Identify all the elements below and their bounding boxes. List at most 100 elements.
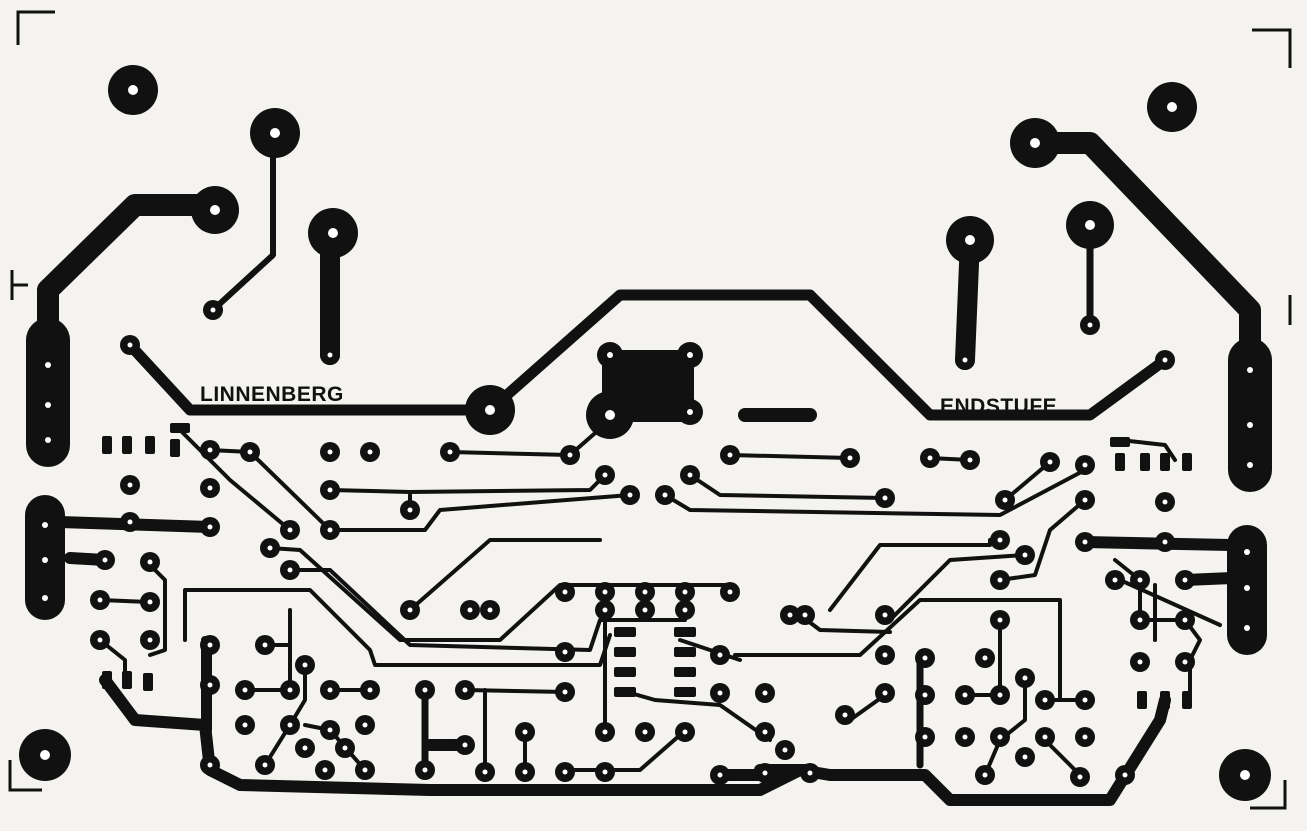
drill-hole (997, 617, 1003, 623)
drill-hole (642, 607, 648, 613)
drill-hole (682, 729, 688, 735)
board-label-endstufe: ENDSTUFE (940, 395, 1058, 418)
drill-hole (882, 690, 888, 696)
drill-hole (207, 682, 213, 688)
drill-hole (982, 772, 988, 778)
drill-hole (242, 687, 248, 693)
smd-pad (145, 436, 155, 454)
drill-hole (922, 655, 928, 661)
drill-hole (1247, 422, 1253, 428)
drill-hole (1162, 539, 1168, 545)
drill-hole (327, 687, 333, 693)
drill-hole (207, 642, 213, 648)
copper-trace (678, 638, 742, 662)
smd-pad (1182, 453, 1192, 471)
smd-pad (1137, 691, 1147, 709)
drill-hole (602, 607, 608, 613)
copper-trace (408, 538, 602, 612)
drill-hole (267, 545, 273, 551)
drill-hole (127, 342, 133, 348)
drill-hole (682, 589, 688, 595)
drill-hole (207, 485, 213, 491)
smd-pad (614, 667, 636, 677)
drill-hole (147, 559, 153, 565)
drill-hole (247, 449, 253, 455)
smd-pad (122, 436, 132, 454)
copper-trace (688, 473, 887, 500)
drill-hole (687, 472, 693, 478)
drill-hole (367, 449, 373, 455)
drill-hole (210, 205, 220, 215)
drill-hole (922, 692, 928, 698)
drill-hole (42, 557, 48, 563)
copper-trace (124, 289, 1171, 421)
drill-hole (727, 452, 733, 458)
drill-hole (102, 557, 108, 563)
drill-hole (1162, 357, 1168, 363)
drill-hole (662, 492, 668, 498)
drill-hole (1247, 462, 1253, 468)
copper-trace (288, 568, 687, 652)
drill-hole (328, 228, 338, 238)
drill-hole (482, 769, 488, 775)
drill-hole (342, 745, 348, 751)
drill-hole (1002, 497, 1008, 503)
drill-hole (802, 612, 808, 618)
drill-hole (962, 692, 968, 698)
drill-hole (1137, 617, 1143, 623)
smd-pad (102, 436, 112, 454)
drill-hole (522, 769, 528, 775)
smd-pad (1182, 691, 1192, 709)
drill-hole (602, 729, 608, 735)
smd-pad (614, 647, 636, 657)
drill-hole (262, 762, 268, 768)
smd-pad (1110, 437, 1130, 447)
drill-hole (1182, 659, 1188, 665)
copper-trace (263, 663, 307, 767)
drill-hole (207, 524, 213, 530)
drill-hole (602, 589, 608, 595)
crop-mark (1250, 780, 1287, 810)
drill-hole (302, 745, 308, 751)
drill-hole (210, 307, 216, 313)
drill-hole (327, 487, 333, 493)
smd-pad (1140, 453, 1150, 471)
drill-hole (287, 527, 293, 533)
drill-hole (1087, 322, 1093, 328)
drill-hole (562, 649, 568, 655)
drill-hole (562, 769, 568, 775)
copper-trace (463, 688, 567, 694)
drill-hole (487, 607, 493, 613)
copper-trace (1118, 438, 1177, 462)
drill-hole (1240, 770, 1250, 780)
drill-hole (687, 352, 693, 358)
smd-pad (614, 687, 636, 697)
drill-hole (1082, 697, 1088, 703)
drill-hole (207, 762, 213, 768)
smd-pad (674, 647, 696, 657)
smd-pad (1115, 453, 1125, 471)
drill-hole (1022, 552, 1028, 558)
drill-hole (462, 687, 468, 693)
drill-hole (997, 577, 1003, 583)
copper-trace (210, 132, 276, 313)
smd-pad (170, 423, 190, 433)
drill-hole (327, 727, 333, 733)
drill-hole (1082, 734, 1088, 740)
drill-hole (407, 607, 413, 613)
drill-hole (327, 449, 333, 455)
copper-trace (563, 733, 682, 772)
copper-trace (268, 546, 732, 642)
copper-trace (733, 598, 1062, 702)
smd-pad (1160, 453, 1170, 471)
drill-hole (782, 747, 788, 753)
drill-hole (642, 589, 648, 595)
drill-hole (1085, 220, 1095, 230)
copper-trace (663, 468, 1087, 517)
drill-hole (627, 492, 633, 498)
drill-hole (602, 472, 608, 478)
drill-hole (982, 655, 988, 661)
drill-hole (42, 522, 48, 528)
drill-hole (97, 637, 103, 643)
